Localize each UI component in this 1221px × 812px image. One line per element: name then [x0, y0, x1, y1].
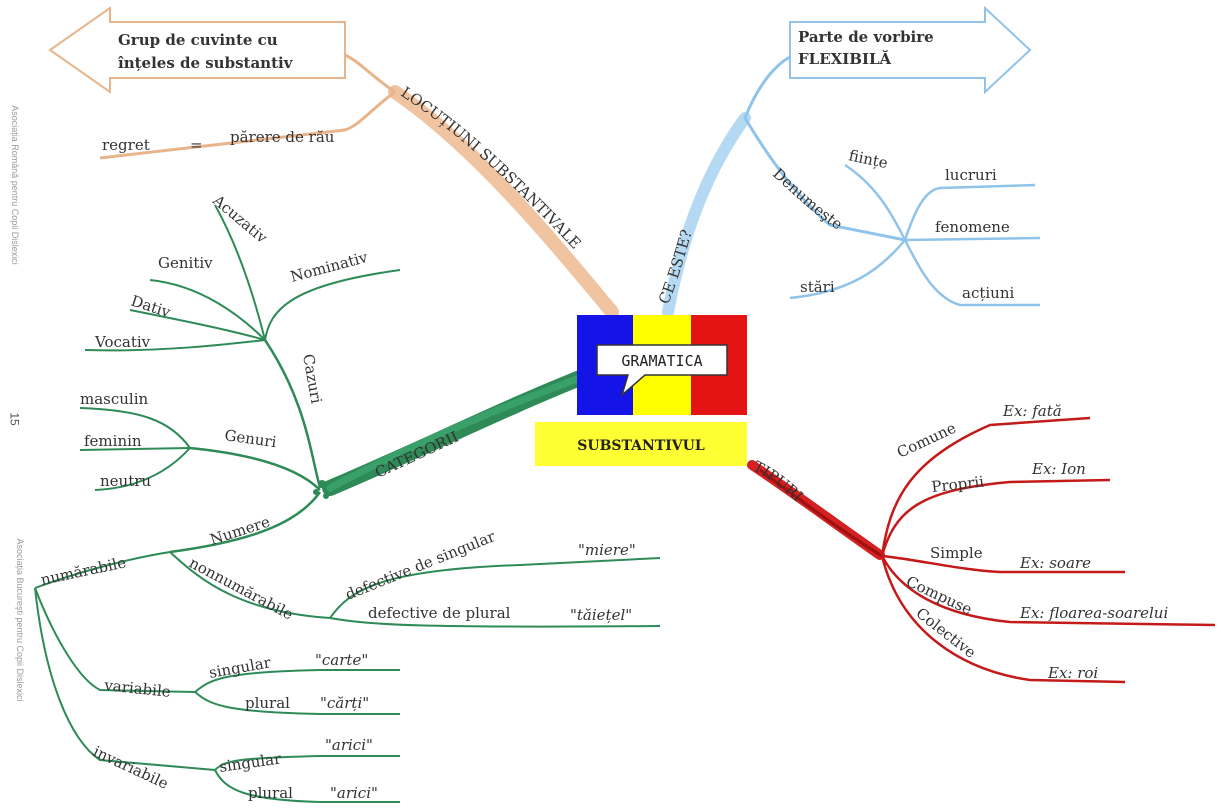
invariabile-plural: plural [248, 784, 293, 802]
gramatica-label: GRAMATICA [621, 352, 702, 370]
tip-simple-example: Ex: soare [1019, 554, 1091, 572]
tipuri-label: TIPURI [750, 457, 806, 505]
caz-genitiv: Genitiv [158, 254, 213, 272]
ce-este-label: CE ESTE? [655, 228, 696, 307]
ce-este-branch: CE ESTE? Parte de vorbire FLEXIBILĂ Denu… [655, 5, 1041, 318]
caz-vocativ: Vocativ [94, 333, 151, 351]
tip-compuse: Compuse [903, 572, 975, 618]
denumeste-label: Denumeşte [769, 165, 846, 234]
defective-plural: defective de plural [368, 604, 511, 622]
locutiuni-arrow-line1: Grup de cuvinte cu [118, 31, 278, 49]
example-regret: regret [102, 136, 150, 154]
ce-este-arrow-line1: Parte de vorbire [798, 28, 934, 46]
svg-text:CATEGORII: CATEGORII [372, 428, 461, 482]
item-stari: stări [800, 278, 835, 296]
tip-compuse-example: Ex: floarea-soarelui [1019, 604, 1168, 622]
ce-este-arrow-box [789, 5, 1032, 95]
variabile-singular: singular [208, 653, 273, 682]
tip-comune-example: Ex: fată [1002, 402, 1062, 420]
defective-singular-example: "miere" [578, 541, 636, 559]
item-fiinte: ființe [847, 146, 889, 172]
locutiuni-branch-line [388, 85, 619, 319]
example-equals: = [190, 136, 203, 154]
tip-simple: Simple [930, 544, 983, 562]
title-substantivul: SUBSTANTIVUL [577, 438, 705, 454]
variabile-plural: plural [245, 694, 290, 712]
defective-plural-example: "tăiețel" [570, 606, 632, 624]
categorii-label: CATEGORII [372, 428, 461, 482]
caz-acuzativ: Acuzativ [209, 191, 272, 248]
caz-dativ: Dativ [129, 292, 173, 322]
tip-proprii: Proprii [931, 473, 985, 496]
categorii-branch: CATEGORII Cazuri Acuzativ Genitiv Nomina… [34, 191, 661, 803]
svg-text:LOCUȚIUNI SUBSTANTIVALE: LOCUȚIUNI SUBSTANTIVALE [398, 83, 585, 252]
gen-feminin: feminin [84, 432, 142, 450]
center-node: GRAMATICA SUBSTANTIVUL [535, 315, 747, 466]
invariabile-singular-example: "arici" [325, 736, 373, 754]
item-actiuni: acțiuni [962, 284, 1014, 302]
locutiuni-arrow-line2: înțeles de substantiv [118, 54, 294, 72]
variabile-plural-example: "cărți" [320, 694, 369, 712]
svg-text:TIPURI: TIPURI [750, 457, 806, 505]
numere-label: Numere [208, 513, 273, 549]
ce-este-arrow-line2: FLEXIBILĂ [798, 50, 892, 68]
numarabile-label: numărabile [39, 553, 128, 589]
defective-singular: defective de singular [343, 527, 499, 604]
item-lucruri: lucruri [945, 166, 997, 184]
cazuri-label: Cazuri [299, 353, 325, 406]
tip-colective-example: Ex: roi [1047, 664, 1098, 682]
example-parere-de-rau: părere de rău [230, 128, 335, 146]
item-fenomene: fenomene [935, 218, 1010, 236]
gen-neutru: neutru [100, 472, 151, 490]
svg-text:CE ESTE?: CE ESTE? [655, 228, 696, 307]
svg-text:Denumeşte: Denumeşte [769, 165, 846, 234]
tipuri-branch: TIPURI Comune Ex: fată Proprii Ex: Ion S… [747, 402, 1216, 684]
tip-comune: Comune [894, 419, 959, 462]
variabile-label: variabile [103, 676, 172, 701]
variabile-singular-example: "carte" [315, 651, 368, 669]
nonnumarabile-label: nonnumărabile [186, 554, 296, 624]
locutiuni-label: LOCUȚIUNI SUBSTANTIVALE [398, 83, 585, 252]
invariabile-label: invariabile [90, 742, 171, 793]
invariabile-plural-example: "arici" [330, 784, 378, 802]
tip-proprii-example: Ex: Ion [1031, 460, 1086, 478]
locutiuni-arrow-box [48, 6, 346, 94]
ce-este-branch-line [662, 112, 751, 318]
speech-bubble [596, 344, 728, 398]
gen-masculin: masculin [80, 390, 149, 408]
genuri-label: Genuri [223, 426, 277, 451]
title-box [535, 422, 747, 466]
caz-nominativ: Nominativ [288, 248, 370, 286]
invariabile-singular: singular [218, 749, 283, 776]
